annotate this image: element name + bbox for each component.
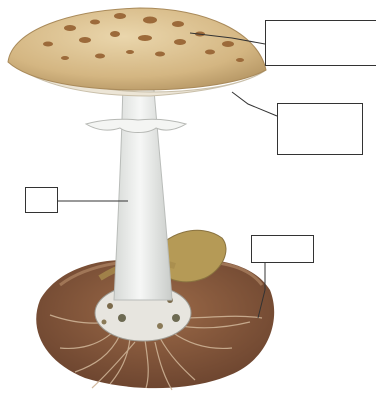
cap (8, 8, 266, 90)
ring (86, 119, 186, 132)
stem (114, 78, 172, 300)
label-box-volva[interactable] (251, 235, 314, 263)
leader-gills (232, 92, 277, 116)
label-box-cap[interactable] (265, 20, 376, 66)
label-box-gills[interactable] (277, 103, 363, 155)
label-box-stem[interactable] (25, 187, 58, 213)
